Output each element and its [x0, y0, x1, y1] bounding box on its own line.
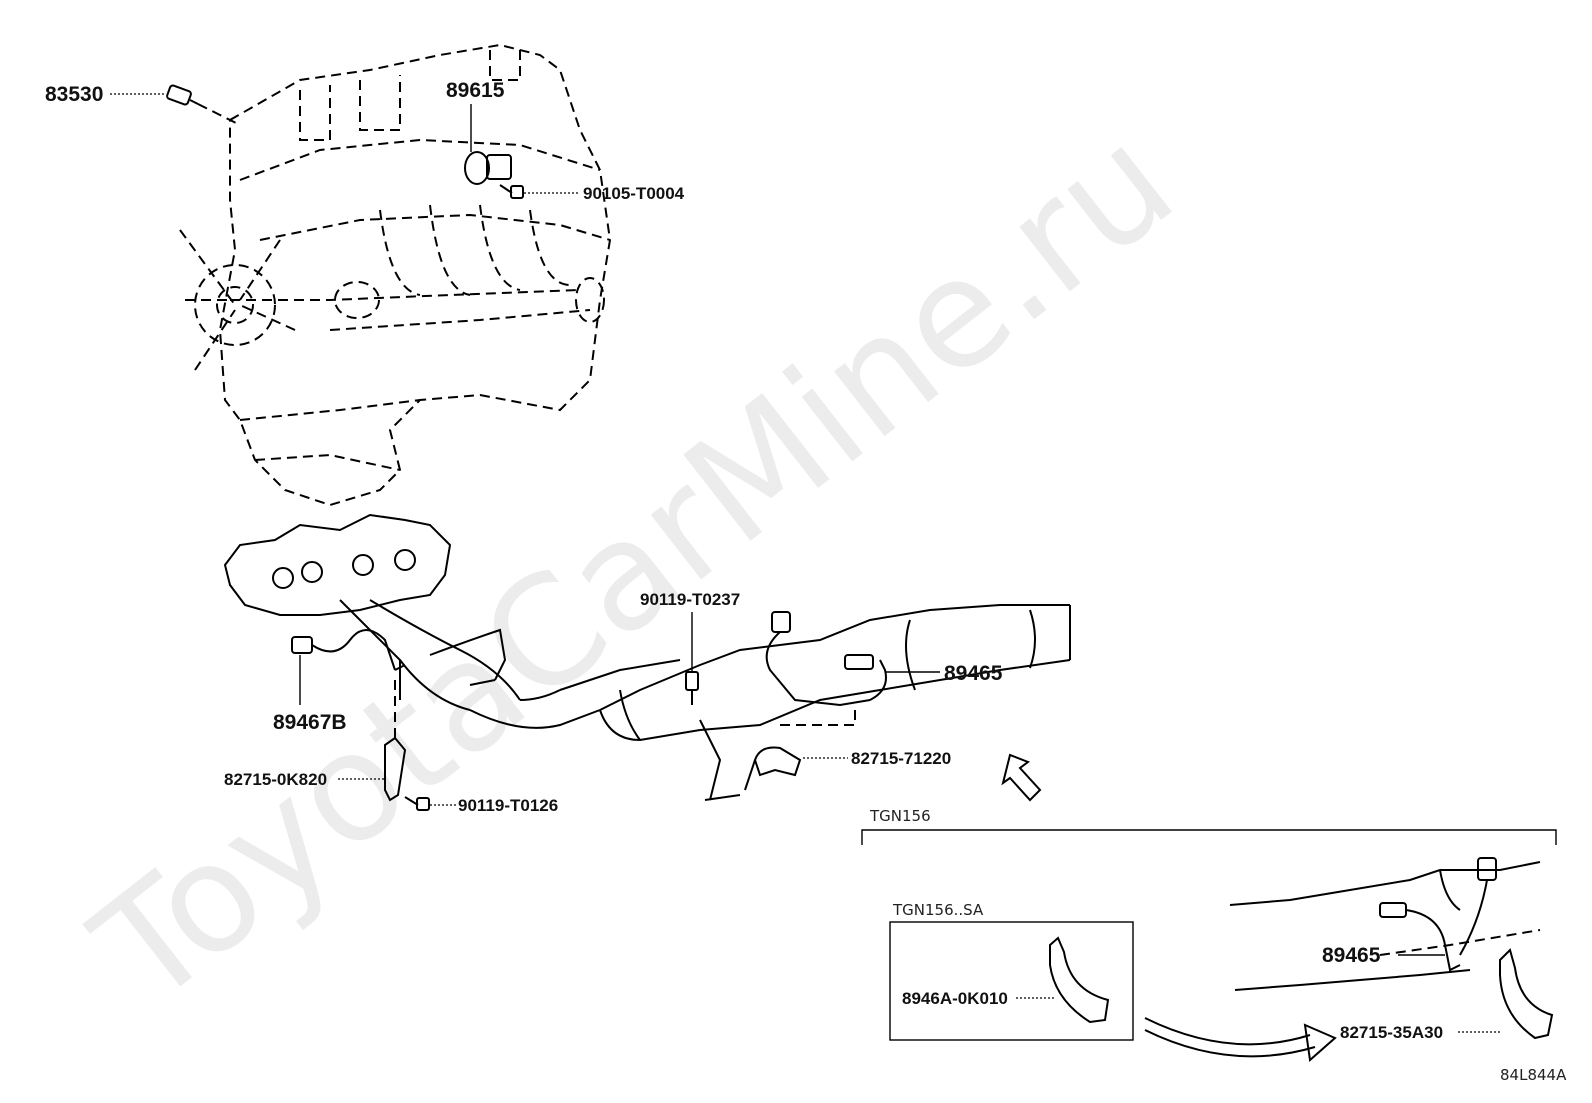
bolt-90119-t0237-icon: [685, 671, 699, 705]
part-label-82715-35a30[interactable]: 82715-35A30: [1340, 1023, 1443, 1042]
part-label-8946a-0k010[interactable]: 8946A-0K010: [902, 989, 1008, 1008]
part-label-82715-0k820[interactable]: 82715-0K820: [224, 770, 327, 789]
oxygen-sensor-89465-tgn156-icon: [1379, 857, 1497, 972]
bracket-82715-0k820-icon: [384, 736, 407, 802]
inset-box-tgn156-sa: [889, 921, 1134, 1041]
group-label-tgn156-sa: TGN156..SA: [892, 901, 984, 919]
part-label-90119-t0126[interactable]: 90119-T0126: [458, 796, 558, 815]
bolt-90105-icon: [499, 184, 524, 199]
engine-illustration: [179, 43, 612, 507]
part-label-89465-tgn156[interactable]: 89465: [1322, 944, 1381, 967]
part-label-83530[interactable]: 83530: [45, 83, 103, 106]
part-label-90119-t0237[interactable]: 90119-T0237: [640, 590, 740, 609]
part-label-89467b[interactable]: 89467B: [273, 711, 347, 734]
replacement-arrow-icon: [1144, 1017, 1337, 1062]
bolt-90119-t0126-icon: [404, 796, 430, 811]
part-label-89465-main[interactable]: 89465: [944, 662, 1003, 685]
part-label-89615[interactable]: 89615: [446, 79, 505, 102]
sensor-89615-icon: [464, 151, 512, 185]
sensor-83530-icon: [166, 84, 199, 106]
exhaust-manifold-illustration: [223, 513, 521, 711]
oxygen-sensor-89467b-icon: [291, 628, 507, 686]
view-direction-arrow-icon: [1001, 753, 1042, 802]
part-label-82715-71220[interactable]: 82715-71220: [851, 749, 951, 768]
oxygen-sensor-89465-icon: [765, 611, 887, 707]
part-label-90105-t0004[interactable]: 90105-T0004: [583, 184, 685, 203]
bracket-82715-35a30-icon: [1499, 948, 1554, 1040]
diagram-code: 84L844A: [1500, 1066, 1567, 1084]
watermark: ToyotaCarMine.ru: [64, 94, 1205, 1038]
group-label-tgn156: TGN156: [869, 807, 931, 825]
exhaust-pipe-illustration: [469, 604, 1071, 742]
bracket-82715-71220-icon: [699, 719, 802, 801]
bracket-8946a-0k010-icon: [1049, 936, 1110, 1024]
tgn156-exhaust-detail: [1229, 861, 1541, 991]
